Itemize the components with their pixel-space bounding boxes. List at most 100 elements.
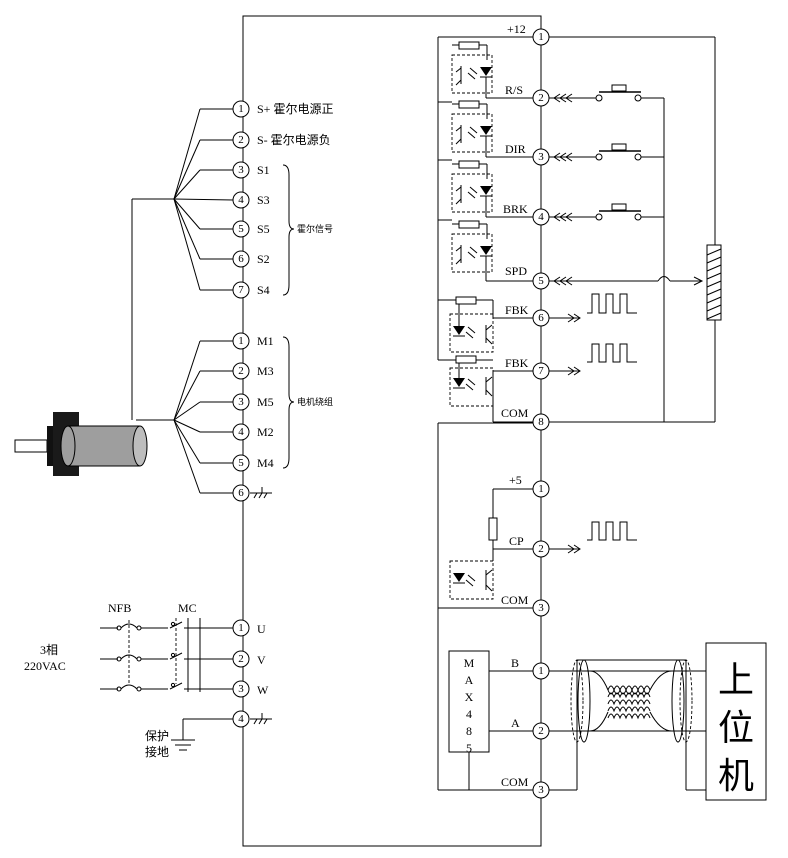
hall-pin-6: 6 S2 <box>232 250 270 268</box>
svg-text:5: 5 <box>238 457 244 469</box>
svg-text:M: M <box>464 656 475 670</box>
svg-text:DIR: DIR <box>505 142 526 156</box>
svg-text:M1: M1 <box>257 334 274 348</box>
svg-text:FBK: FBK <box>505 303 529 317</box>
potentiometer-spd-icon <box>549 244 722 321</box>
svg-text:3: 3 <box>538 784 544 796</box>
control-pin-4: 4 BRK <box>503 202 550 226</box>
svg-text:R/S: R/S <box>505 83 523 97</box>
svg-text:1: 1 <box>538 483 544 495</box>
svg-text:4: 4 <box>238 713 244 725</box>
rs485-pin-com: 3 COM <box>501 775 550 799</box>
svg-text:3: 3 <box>538 151 544 163</box>
svg-text:COM: COM <box>501 406 529 420</box>
svg-text:7: 7 <box>238 284 244 296</box>
svg-text:1: 1 <box>238 103 244 115</box>
optocoupler-brk <box>451 160 493 218</box>
svg-text:上: 上 <box>718 660 754 701</box>
svg-text:5: 5 <box>466 741 472 755</box>
optocoupler-cp <box>449 549 494 600</box>
svg-text:CP: CP <box>509 534 524 548</box>
svg-text:A: A <box>511 716 520 730</box>
svg-text:BRK: BRK <box>503 202 528 216</box>
svg-text:S2: S2 <box>257 252 270 266</box>
optocoupler-rs <box>451 41 493 99</box>
svg-text:2: 2 <box>538 725 544 737</box>
svg-text:1: 1 <box>238 622 244 634</box>
svg-text:5: 5 <box>238 223 244 235</box>
hall-pin-5: 5 S5 <box>232 220 270 238</box>
pulse-pin-5v: 1+5 <box>509 473 550 498</box>
supply-label-voltage: 220VAC <box>24 659 66 673</box>
svg-text:S5: S5 <box>257 222 270 236</box>
svg-text:1: 1 <box>538 665 544 677</box>
svg-text:A: A <box>465 673 474 687</box>
motor-pin-6: 6 <box>232 484 250 502</box>
cp-input-icon <box>549 521 637 554</box>
control-pin-1: 1+12 <box>507 22 550 46</box>
svg-text:2: 2 <box>238 365 244 377</box>
optocoupler-fbk1 <box>449 296 494 353</box>
svg-text:S4: S4 <box>257 283 270 297</box>
rs485-internal-wiring <box>437 608 533 791</box>
host-computer: 上 位 机 <box>705 642 767 801</box>
hall-pin-1: 1 S+ 霍尔电源正 <box>232 100 333 118</box>
pulse-pin-cp: 2CP <box>509 534 550 558</box>
nfb-label: NFB <box>108 601 131 615</box>
three-phase-lines <box>100 618 233 692</box>
pulse-internal-wiring <box>437 423 533 609</box>
svg-text:7: 7 <box>538 365 544 377</box>
svg-text:S1: S1 <box>257 163 270 177</box>
power-pin-pe: 4 <box>232 710 250 728</box>
svg-text:V: V <box>257 653 266 667</box>
hall-group-label: 霍尔信号 <box>297 223 333 234</box>
optocoupler-spd <box>451 220 493 282</box>
fbk-output-1-icon <box>549 293 637 323</box>
hall-brace <box>282 164 295 296</box>
svg-text:B: B <box>511 656 519 670</box>
protective-earth-icon <box>171 718 233 751</box>
svg-text:X: X <box>465 690 474 704</box>
svg-text:3: 3 <box>238 683 244 695</box>
motor-brace <box>282 336 295 469</box>
svg-text:COM: COM <box>501 775 529 789</box>
svg-text:6: 6 <box>238 253 244 265</box>
switch-brk-icon <box>549 203 642 222</box>
svg-text:2: 2 <box>238 653 244 665</box>
hall-pin-7: 7 S4 <box>232 281 270 299</box>
ground-label-2: 接地 <box>145 744 169 759</box>
svg-text:S+ 霍尔电源正: S+ 霍尔电源正 <box>257 101 333 116</box>
svg-text:6: 6 <box>538 312 544 324</box>
svg-text:M4: M4 <box>257 456 274 470</box>
svg-text:W: W <box>257 683 269 697</box>
svg-text:M5: M5 <box>257 395 274 409</box>
twisted-pair-cable <box>549 659 706 791</box>
motor-pin-5: 5 M4 <box>232 454 274 472</box>
svg-text:COM: COM <box>501 593 529 607</box>
svg-text:机: 机 <box>718 756 754 797</box>
motor-group-label: 电机绕组 <box>297 396 333 407</box>
supply-label-phase: 3相 <box>40 643 58 657</box>
max485-chip: M A X 4 8 5 <box>448 650 490 755</box>
control-pin-6: 6 FBK <box>505 303 550 327</box>
svg-text:2: 2 <box>538 92 544 104</box>
rs485-pin-a: 2A <box>511 716 550 740</box>
optocoupler-dir <box>451 100 493 158</box>
svg-text:4: 4 <box>538 211 544 223</box>
hall-fan-wires <box>131 108 234 420</box>
